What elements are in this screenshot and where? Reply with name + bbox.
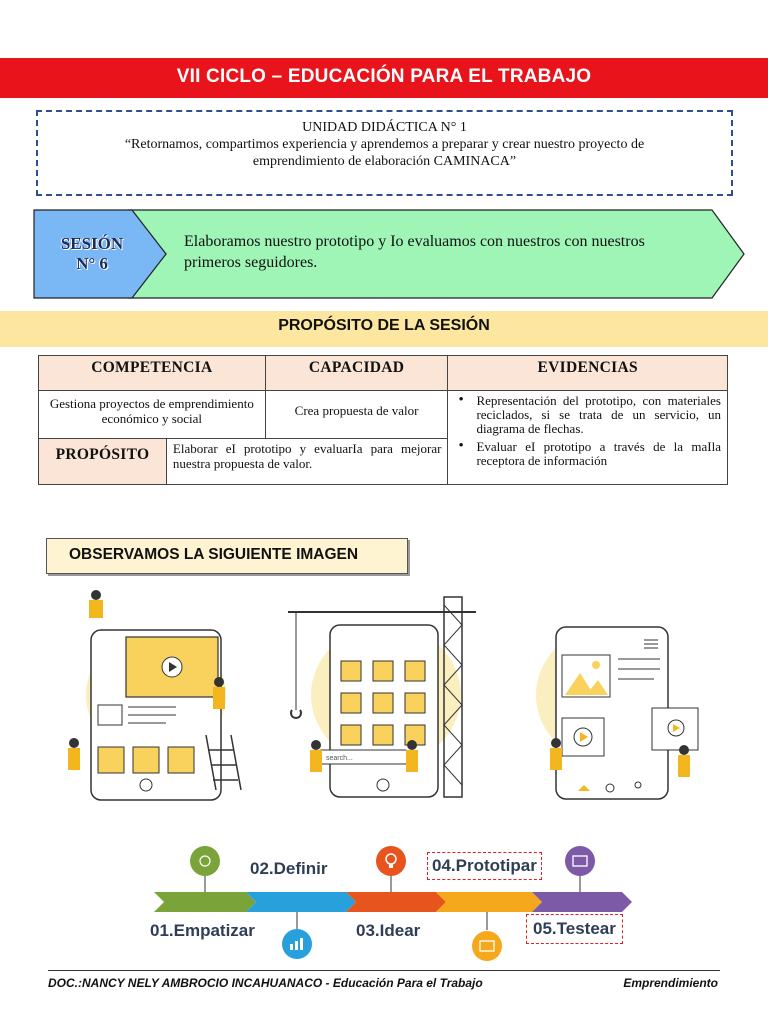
- unit-title: UNIDAD DIDÁCTICA N° 1: [302, 120, 467, 135]
- step-5-arrow: [532, 892, 632, 912]
- timeline-graphic: [154, 846, 632, 961]
- header-banner: VII CICLO – EDUCACIÓN PARA EL TRABAJO: [0, 58, 768, 98]
- table-header-row: COMPETENCIA CAPACIDAD EVIDENCIAS: [38, 355, 728, 391]
- evidence-item: Representación del prototipo, con materi…: [456, 393, 721, 436]
- step-label-empatizar: 01.Empatizar: [150, 921, 255, 940]
- lightbulb-icon: [376, 846, 406, 876]
- app-development-illustration: search...: [68, 590, 699, 801]
- header-competencia: COMPETENCIA: [38, 355, 266, 391]
- session-label: SESIÓN N° 6: [46, 234, 138, 274]
- competencia-cell: Gestiona proyectos de emprendimiento eco…: [38, 390, 266, 439]
- session-label-line1: SESIÓN: [60, 234, 124, 253]
- purpose-section-title: PROPÓSITO DE LA SESIÓN: [278, 317, 490, 334]
- page-title: VII CICLO – EDUCACIÓN PARA EL TRABAJO: [176, 66, 592, 87]
- phone-mockup-1: [68, 590, 242, 801]
- step-3-arrow: [346, 892, 446, 912]
- footer: DOC.:NANCY NELY AMBROCIO INCAHUANACO - E…: [48, 976, 720, 990]
- monitor-icon: [472, 931, 502, 961]
- phone-mockup-2: search...: [288, 596, 476, 798]
- header-capacidad: CAPACIDAD: [264, 355, 449, 391]
- phone-mockup-3: [536, 626, 699, 800]
- session-banner: SESIÓN N° 6 Elaboramos nuestro prototipo…: [32, 208, 746, 300]
- screen-check-icon: [565, 846, 595, 876]
- evidencias-cell: Representación del prototipo, con materi…: [447, 390, 728, 485]
- capacidad-cell: Crea propuesta de valor: [264, 390, 449, 439]
- step-label-prototipar: 04.Prototipar: [427, 852, 542, 880]
- step-label-definir: 02.Definir: [250, 859, 328, 878]
- purpose-section-header: PROPÓSITO DE LA SESIÓN: [0, 311, 768, 347]
- session-title-line1: Elaboramos nuestro prototipo y Io evalua…: [184, 233, 645, 250]
- step-2-arrow: [246, 892, 356, 912]
- footer-author: DOC.:NANCY NELY AMBROCIO INCAHUANACO - E…: [48, 976, 483, 990]
- search-placeholder: search...: [326, 755, 353, 762]
- step-4-arrow: [436, 892, 542, 912]
- smile-icon: [190, 846, 220, 876]
- unit-description-line1: “Retornamos, compartimos experiencia y a…: [124, 137, 645, 152]
- session-shapes: [33, 209, 745, 299]
- design-thinking-timeline: 02.Definir 04.Prototipar 01.Empatizar 03…: [150, 840, 650, 970]
- observe-heading: OBSERVAMOS LA SIGUIENTE IMAGEN: [46, 538, 408, 574]
- purpose-text: Elaborar eI prototipo y evaluarIa para m…: [165, 438, 449, 485]
- observe-title: OBSERVAMOS LA SIGUIENTE IMAGEN: [69, 546, 359, 563]
- step-label-idear: 03.Idear: [356, 921, 421, 940]
- competencies-table: COMPETENCIA CAPACIDAD EVIDENCIAS Gestion…: [38, 355, 728, 485]
- unit-box: UNIDAD DIDÁCTICA N° 1 “Retornamos, compa…: [36, 110, 733, 196]
- chart-icon: [282, 929, 312, 959]
- session-number-arrow: [33, 209, 167, 299]
- table-row: Gestiona proyectos de emprendimiento eco…: [38, 390, 728, 485]
- purpose-row: PROPÓSITO Elaborar eI prototipo y evalua…: [38, 438, 728, 485]
- unit-description-line2: emprendimiento de elaboración CAMINACA”: [252, 154, 517, 169]
- session-number: N° 6: [76, 254, 108, 273]
- header-evidencias: EVIDENCIAS: [447, 355, 728, 391]
- session-title: Elaboramos nuestro prototipo y Io evalua…: [184, 231, 724, 273]
- step-1-arrow: [154, 892, 256, 912]
- footer-topic: Emprendimiento: [623, 976, 718, 990]
- footer-divider: [48, 970, 720, 971]
- step-label-testear: 05.Testear: [526, 914, 623, 944]
- session-title-line2: primeros seguidores.: [184, 254, 318, 271]
- purpose-label: PROPÓSITO: [38, 438, 167, 485]
- evidence-item: Evaluar eI prototipo a través de la maIl…: [456, 439, 721, 468]
